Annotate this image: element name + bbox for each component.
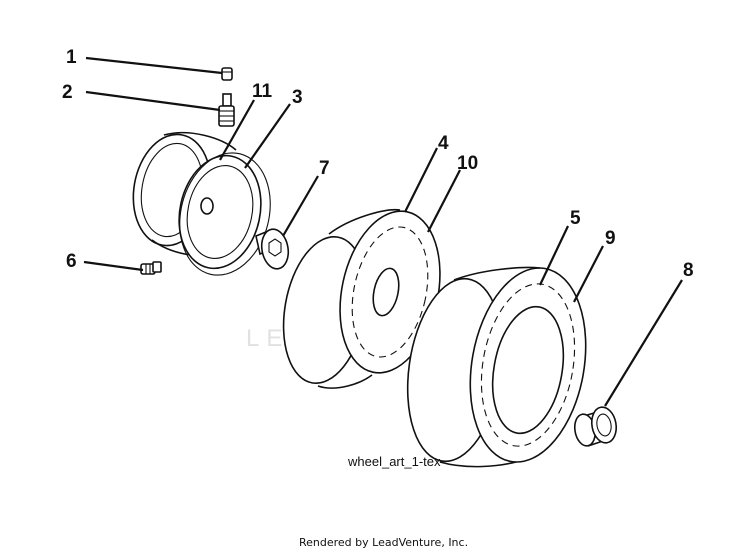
- part-front-tire: [282, 208, 441, 389]
- callout-5: 5: [570, 208, 581, 229]
- art-label: wheel_art_1-tex: [347, 454, 441, 469]
- footer-credit: Rendered by LeadVenture, Inc.: [299, 536, 468, 549]
- callout-7: 7: [319, 158, 330, 179]
- callout-1: 1: [66, 47, 77, 68]
- part-rim: [132, 131, 262, 270]
- part-bushing: [255, 228, 290, 270]
- part-cap: [221, 67, 233, 81]
- part-ring: [179, 152, 271, 276]
- part-valve-stem: [218, 93, 235, 127]
- part-grease-fitting: [140, 261, 162, 275]
- callouts: 1 2 11 3 7 4 10 6 5 9 8: [62, 47, 694, 281]
- part-end-cap: [573, 406, 618, 447]
- callout-10: 10: [457, 153, 478, 174]
- callout-4: 4: [438, 133, 449, 154]
- leader-lines: [83, 56, 683, 407]
- part-rear-tire: [406, 266, 587, 468]
- callout-9: 9: [605, 228, 616, 249]
- callout-3: 3: [292, 87, 303, 108]
- callout-6: 6: [66, 251, 77, 272]
- callout-2: 2: [62, 82, 73, 103]
- callout-8: 8: [683, 260, 694, 281]
- callout-11: 11: [252, 81, 273, 102]
